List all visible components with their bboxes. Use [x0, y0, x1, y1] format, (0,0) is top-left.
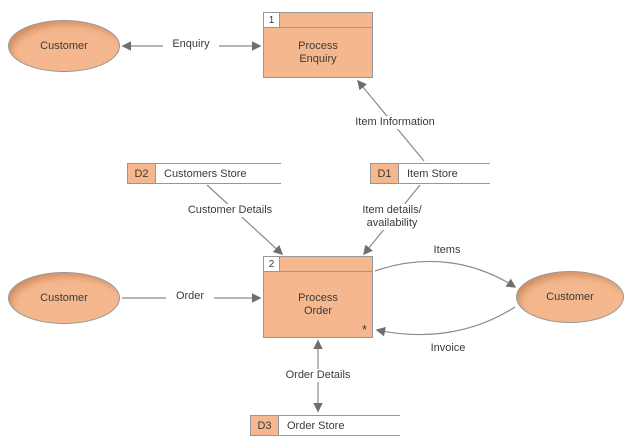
process-header: 2 — [264, 257, 372, 272]
flow-line-items — [374, 260, 517, 288]
flow-label-customer-details: Customer Details — [186, 204, 274, 217]
external-entity-customer-right[interactable]: Customer — [516, 271, 624, 323]
process-header: 1 — [264, 13, 372, 28]
flow-label-order: Order — [166, 290, 214, 303]
store-id: D2 — [128, 164, 156, 183]
store-label: Customers Store — [156, 164, 255, 183]
flow-label-order-details: Order Details — [276, 369, 360, 382]
process-order-node[interactable]: 2 Process Order * — [263, 256, 373, 338]
process-enquiry-node[interactable]: 1 Process Enquiry — [263, 12, 373, 78]
data-store-d1[interactable]: D1 Item Store — [370, 163, 490, 184]
flow-label-items: Items — [417, 244, 477, 257]
process-number: 1 — [264, 13, 280, 27]
flow-label-enquiry: Enquiry — [163, 38, 219, 51]
process-body: Process Enquiry — [264, 28, 372, 77]
data-store-d2[interactable]: D2 Customers Store — [127, 163, 281, 184]
process-label: Process Enquiry — [298, 39, 338, 65]
flow-line-customer-details — [206, 184, 284, 255]
external-entity-customer-top[interactable]: Customer — [8, 20, 120, 72]
process-marker: * — [361, 322, 367, 337]
entity-label: Customer — [40, 39, 88, 52]
external-entity-customer-left[interactable]: Customer — [8, 272, 120, 324]
store-tail — [254, 164, 281, 183]
flow-label-invoice: Invoice — [413, 342, 483, 355]
data-store-d3[interactable]: D3 Order Store — [250, 415, 400, 436]
store-id: D1 — [371, 164, 399, 183]
flow-label-item-details: Item details/ availability — [336, 204, 448, 230]
store-label: Order Store — [279, 416, 353, 435]
store-tail — [465, 164, 490, 183]
store-label: Item Store — [399, 164, 466, 183]
entity-label: Customer — [40, 291, 88, 304]
flow-line-invoice — [375, 306, 516, 337]
process-label: Process Order — [298, 291, 338, 317]
store-id: D3 — [251, 416, 279, 435]
process-number: 2 — [264, 257, 280, 271]
store-tail — [352, 416, 400, 435]
process-body: Process Order * — [264, 272, 372, 338]
flow-label-item-information: Item Information — [337, 116, 453, 129]
entity-label: Customer — [546, 290, 594, 303]
